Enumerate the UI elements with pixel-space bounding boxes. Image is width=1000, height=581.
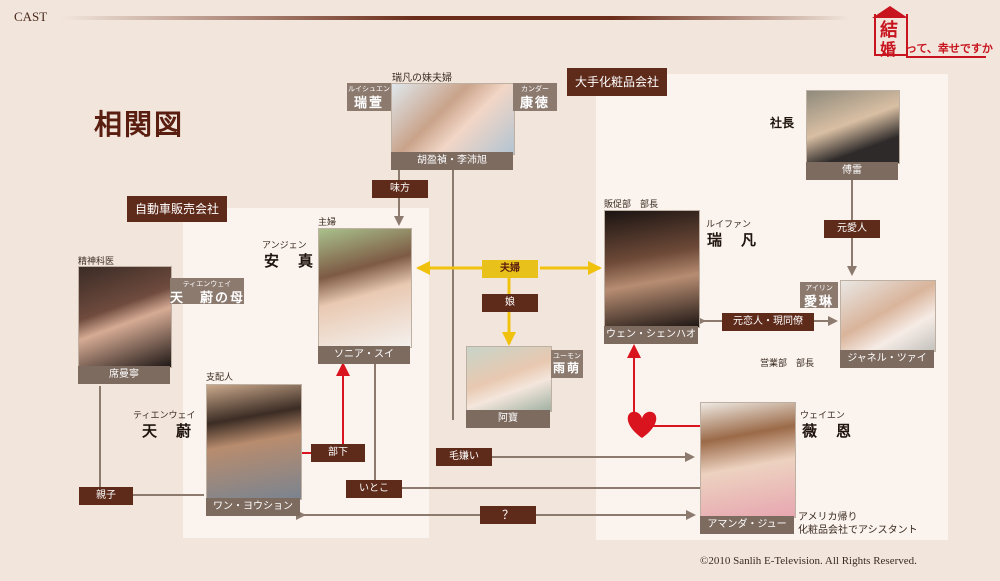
- president-role: 社長: [770, 116, 795, 130]
- relation-dislike-tag: 毛嫌い: [436, 448, 492, 466]
- weien-photo: [700, 402, 796, 518]
- ruifan-caption: ウェン・シェンハオ: [604, 326, 698, 344]
- couple-group-label: 瑞凡の妹夫婦: [392, 73, 452, 84]
- anzhen-ruby: アンジェン: [262, 241, 307, 251]
- anzhen-photo: [318, 228, 412, 348]
- house-roof-icon: [872, 6, 908, 18]
- psychiatrist-role: 精神科医: [78, 257, 115, 267]
- header-title: CAST: [14, 9, 48, 24]
- ailin-nametag: アイリン愛琳: [800, 282, 838, 310]
- couple-photo: [391, 83, 515, 155]
- relation-ex-partner-tag: 元恋人・現同僚: [722, 313, 814, 331]
- psychiatrist-nametag: ティエンウェイ天 蔚の母: [170, 278, 246, 306]
- weien-note-1: アメリカ帰り: [798, 512, 858, 523]
- president-caption: 傅雷: [806, 162, 898, 180]
- weien-caption: アマンダ・ジュー: [700, 516, 794, 534]
- relation-aunt-tag: 味方: [372, 180, 428, 198]
- tianwei-ruby: ティエンウェイ: [133, 411, 196, 421]
- diagram-title: 相関図: [94, 108, 185, 141]
- ruifan-photo: [604, 210, 700, 328]
- amao-nametag: ユーモン雨萌: [551, 350, 583, 378]
- logo-kanji-1: 結: [880, 20, 898, 41]
- psychiatrist-caption: 席曼寧: [78, 366, 170, 384]
- tianwei-photo: [206, 384, 302, 500]
- tianwei-caption: ワン・ヨウション: [206, 498, 300, 516]
- ruifan-role: 販促部 部長: [604, 200, 659, 210]
- ailin-role: 営業部 部長: [760, 359, 815, 369]
- amao-caption: 阿寶: [466, 410, 550, 428]
- weien-ruby: ウェイエン: [800, 411, 845, 421]
- logo-kanji-2: 婚: [880, 40, 897, 59]
- relation-ex-lover-tag: 元愛人: [824, 220, 880, 238]
- relation-cousin-tag: いとこ: [346, 480, 402, 498]
- logo-underline: [906, 56, 986, 58]
- couple-right-nametag: カンダー康徳: [513, 83, 557, 111]
- anzhen-caption: ソニア・スイ: [318, 346, 410, 364]
- header-divider: [60, 16, 850, 20]
- relation-daughter-tag: 娘: [482, 294, 538, 312]
- anzhen-role: 主婦: [318, 218, 337, 228]
- heart-icon: [627, 411, 657, 438]
- ruifan-name: 瑞 凡: [707, 231, 759, 249]
- ailin-caption: ジャネル・ツァイ: [840, 350, 934, 368]
- ailin-photo: [840, 280, 936, 352]
- tianwei-role: 支配人: [206, 373, 234, 383]
- drama-logo: 結 婚 って、幸せですか: [872, 6, 993, 59]
- relation-subordinate-tag: 部下: [311, 444, 365, 462]
- car-company-label: 自動車販売会社: [127, 196, 228, 222]
- house-icon: [874, 14, 908, 56]
- anzhen-name: 安 真: [264, 252, 316, 270]
- relation-married-tag: 夫婦: [482, 260, 538, 278]
- weien-name: 薇 恩: [802, 422, 854, 440]
- psychiatrist-photo: [78, 266, 172, 368]
- cosmetics-company-label: 大手化粧品会社: [567, 68, 668, 96]
- tianwei-name: 天 蔚: [142, 422, 194, 440]
- relation-parent-child-tag: 親子: [79, 487, 133, 505]
- logo-text: って、幸せですか: [906, 42, 993, 55]
- copyright: ©2010 Sanlih E-Television. All Rights Re…: [700, 555, 917, 567]
- weien-note-2: 化粧品会社でアシスタント: [798, 525, 918, 536]
- couple-left-nametag: ルイシュエン瑞萱: [347, 83, 391, 111]
- couple-caption: 胡盈禎・李沛旭: [391, 152, 513, 170]
- president-photo: [806, 90, 900, 164]
- amao-photo: [466, 346, 552, 412]
- ruifan-ruby: ルイファン: [706, 220, 752, 230]
- relation-unknown-tag: ？: [480, 506, 536, 524]
